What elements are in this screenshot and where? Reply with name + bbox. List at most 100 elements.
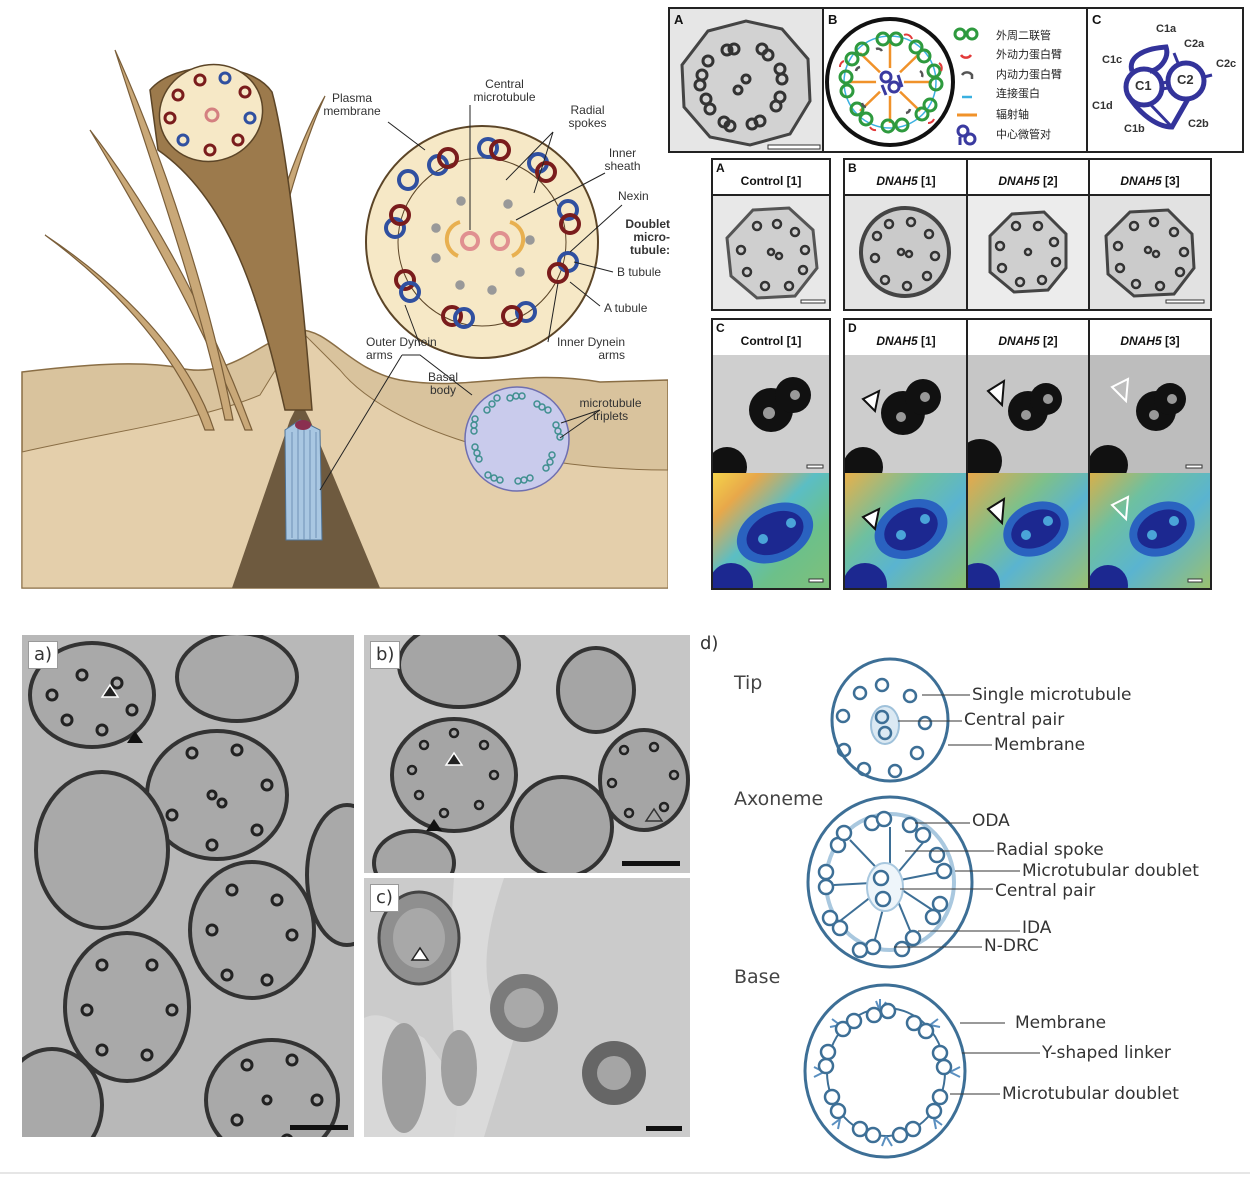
- label-central-pair-tip: Central pair: [964, 710, 1065, 730]
- panel-tag-a: A: [716, 161, 725, 175]
- panel-b-tag: B: [828, 12, 838, 27]
- em-dnah5-1-image: [845, 196, 966, 309]
- label-c2b: C2b: [1188, 118, 1209, 130]
- label-inner-dynein-arms: Inner Dynein arms: [556, 335, 625, 362]
- header-dnah5-1: DNAH5 [1]: [876, 174, 936, 188]
- central-pair-icon: [956, 124, 977, 146]
- legend-label-nexin: 连接蛋白: [996, 87, 1040, 100]
- header-dnah5-zoom-2: DNAH5 [2]: [998, 334, 1058, 348]
- scale-bar: [290, 1125, 348, 1130]
- label-y-shaped-linker: Y-shaped linker: [1042, 1043, 1171, 1063]
- label-membrane-tip: Membrane: [994, 735, 1086, 755]
- label-c1d: C1d: [1092, 100, 1113, 112]
- schematic-tag: d): [700, 633, 719, 654]
- header-dnah5-zoom-1: DNAH5 [1]: [876, 334, 936, 348]
- axoneme-leaders: [894, 822, 1020, 948]
- arrowhead-marker: [127, 731, 143, 743]
- label-c1c: C1c: [1102, 54, 1123, 66]
- central-pair-b: [879, 70, 904, 96]
- central-pair: [444, 220, 526, 258]
- arrowhead-marker: [861, 507, 881, 532]
- panel-control-em: A Control [1]: [711, 158, 831, 311]
- em-tag-b: b): [370, 641, 401, 669]
- label-central-pair-axoneme: Central pair: [995, 881, 1096, 901]
- base-doublets: [817, 1002, 953, 1144]
- label-radial-spoke: Radial spoke: [996, 840, 1104, 860]
- outer-doublets: [838, 31, 944, 134]
- label-plasma-membrane: Plasma membrane: [323, 91, 381, 118]
- panel-control-zoom: C Control [1]: [711, 318, 831, 590]
- label-microtubular-doublet-axoneme: Microtubular doublet: [1022, 861, 1199, 881]
- bottom-divider: [0, 1172, 1250, 1174]
- label-b-tubule: B tubule: [617, 265, 662, 279]
- cilium-drawing: [21, 49, 669, 589]
- legend-label-central-pair: 中心微管对: [996, 128, 1051, 141]
- heatmap-dnah5-2: [968, 473, 1088, 588]
- arrowhead-marker: [986, 379, 1006, 408]
- heatmap-control: [713, 473, 829, 588]
- label-c2c: C2c: [1216, 58, 1237, 70]
- zoom-dnah5-1-gray: [845, 355, 966, 473]
- leader-lines: [319, 105, 623, 491]
- cell-layer: [21, 329, 669, 589]
- zoom-dnah5-3-gray: [1090, 355, 1210, 473]
- label-outer-dynein-arms: Outer Dynein arms: [366, 335, 437, 362]
- label-single-microtubule: Single microtubule: [972, 685, 1132, 705]
- label-c2: C2: [1177, 72, 1194, 87]
- arrowhead-marker: [410, 946, 430, 961]
- legend-icons: [953, 27, 979, 146]
- axoneme-doublets: [817, 810, 953, 959]
- label-doublet-microtubule: Doublet micro- tubule:: [625, 217, 670, 257]
- panel-c-tag: C: [1092, 12, 1102, 27]
- axoneme-spokes: [397, 157, 567, 327]
- arrowhead-marker: [444, 751, 464, 766]
- header-control-zoom: Control [1]: [740, 334, 802, 348]
- panel-tag-d: D: [848, 321, 857, 335]
- triplets: [470, 392, 564, 485]
- legend-label-doublet: 外周二联管: [996, 29, 1051, 42]
- label-central-microtubule: Central microtubule: [473, 77, 536, 104]
- tip-leaders: [898, 694, 992, 746]
- panel-tag-b: B: [848, 161, 857, 175]
- em-dnah5-2-image: [968, 196, 1088, 309]
- legend-label-spoke: 辐射轴: [996, 108, 1029, 121]
- header-dnah5-zoom-3: DNAH5 [3]: [1120, 334, 1180, 348]
- section-title-base: Base: [734, 966, 781, 988]
- label-oda: ODA: [972, 811, 1010, 831]
- label-basal-body: Basal body: [427, 370, 459, 397]
- panel-a-em: A: [670, 9, 824, 151]
- header-control: Control [1]: [740, 174, 802, 188]
- em-control-image: [713, 196, 829, 309]
- label-membrane-base: Membrane: [1015, 1013, 1107, 1033]
- panel-dnah5-zoom: D DNAH5 [1] DNAH5 [2] DNAH5 [3]: [843, 318, 1212, 590]
- panel-dnah5-em: B DNAH5 [1] DNAH5 [2] DNAH5 [3]: [843, 158, 1212, 311]
- base-leaders: [950, 1022, 1040, 1095]
- section-title-axoneme: Axoneme: [734, 788, 824, 810]
- em-dnah5-3-image: [1090, 196, 1210, 309]
- section-title-tip: Tip: [734, 672, 763, 694]
- panel-c-central-pair: C C1a C1c C1d C1b C1 C2 C2a C2c C2b: [1088, 9, 1242, 151]
- label-radial-spokes: Radial spokes: [568, 103, 607, 130]
- legend-label-inner-arm: 内动力蛋白臂: [996, 68, 1062, 81]
- header-dnah5-3: DNAH5 [3]: [1120, 174, 1180, 188]
- label-nexin: Nexin: [618, 189, 649, 203]
- schematic-d: d) Tip Single microtubule Central pair M…: [700, 625, 1250, 1174]
- em-tag-c: c): [370, 884, 399, 912]
- label-a-tubule: A tubule: [604, 301, 648, 315]
- em-panel-b: b): [364, 635, 690, 873]
- arrowhead-marker: [644, 807, 664, 822]
- panel-b-schematic: B 外周二联管 外动力蛋白臂 内动力蛋白臂 连接蛋白 辐射轴 中心微管对: [824, 9, 1088, 151]
- label-microtubule-triplets: microtubule triplets: [579, 396, 642, 423]
- label-c1a: C1a: [1156, 23, 1177, 35]
- inner-arms: [854, 47, 924, 115]
- arrowhead-marker: [1110, 495, 1130, 522]
- arrowhead-marker: [986, 497, 1006, 526]
- outer-doublets: [384, 137, 581, 329]
- em-tag-a: a): [28, 641, 59, 669]
- scale-bar: [646, 1126, 682, 1131]
- axoneme-cross-section: [365, 125, 599, 359]
- header-dnah5-2: DNAH5 [2]: [998, 174, 1058, 188]
- label-c1: C1: [1135, 78, 1152, 93]
- outer-arms: [839, 33, 943, 132]
- basal-body-cross-section: [464, 386, 570, 492]
